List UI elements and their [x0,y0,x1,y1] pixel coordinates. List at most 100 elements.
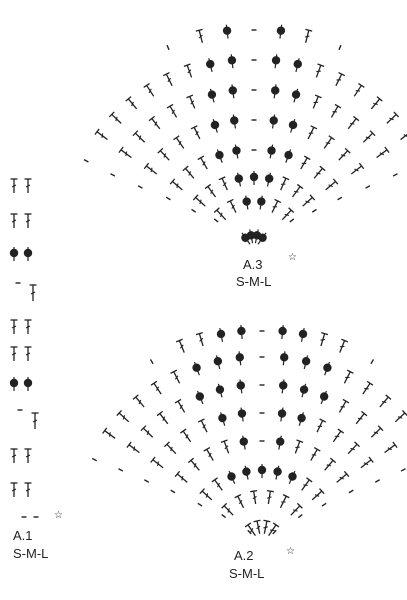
dc-top-bar [314,94,322,99]
dc-top-bar [369,130,376,137]
dc-top-bar [296,183,304,190]
bobble-icon [299,383,309,398]
double-crochet-icon [183,63,193,78]
dc-cross [339,345,345,348]
double-crochet-icon [291,183,304,198]
double-crochet-icon [132,130,146,143]
bobble-icon [301,355,311,370]
dc-cross [195,131,199,136]
double-crochet-icon [10,178,18,193]
double-crochet-icon [379,394,392,408]
dc-top-bar [401,409,407,416]
bobble-icon [210,119,220,133]
dc-top-bar [234,494,242,499]
double-crochet-icon [195,331,204,347]
bobble-icon [215,383,225,398]
bobble-icon [237,407,247,422]
chain-icon [191,208,197,213]
dc-top-bar [197,155,205,161]
bobble-icon [279,379,288,394]
dc-cross [154,121,158,126]
dc-cross [115,116,118,122]
dc-top-bar [366,380,374,386]
dc-cross [131,101,134,107]
dc-top-bar [296,502,303,509]
dc-top-bar [174,398,182,404]
bobble-dot [288,120,298,130]
dc-top-bar [377,425,384,432]
dc-cross [355,90,361,92]
double-crochet-icon [173,135,185,149]
bobble-dot [273,467,282,476]
double-crochet-icon [102,427,116,439]
double-crochet-icon [143,82,155,97]
dc-cross [11,184,17,188]
bobble-dot [206,59,215,69]
double-crochet-icon [347,441,361,455]
bobble-dot [235,353,244,362]
dc-cross [162,416,166,421]
dc-top-bar [266,489,274,493]
bobble-dot [284,150,293,160]
double-crochet-icon [313,165,326,179]
dc-cross [328,184,333,188]
dc-top-bar [272,522,280,528]
dc-cross [222,182,227,187]
double-crochet-icon [226,198,237,213]
bobble-dot [297,413,306,423]
dc-top-bar [150,380,158,386]
double-crochet-icon [211,477,223,491]
double-crochet-icon [324,457,337,471]
chain-icon [297,514,303,519]
double-crochet-icon [204,183,217,198]
chain-icon [213,218,219,223]
dc-top-bar [156,410,163,417]
chain-icon [370,359,375,365]
dc-cross [178,140,182,146]
bobble-dot [276,26,286,35]
bobble-dot [192,363,201,372]
dc-top-bar [197,418,205,423]
dc-top-bar [358,82,365,88]
bobble-dot [291,90,301,99]
chain-dash [392,173,398,177]
bobble-icon [227,470,236,485]
dc-top-bar [317,63,325,68]
chain-dash [137,185,143,189]
dc-cross [345,376,350,379]
dc-top-bar [244,522,252,528]
double-crochet-icon [355,410,368,425]
chain-icon [374,479,380,483]
dc-cross [179,404,183,410]
dc-cross [224,445,229,450]
double-crochet-icon [24,319,32,334]
chain-dash [348,489,354,494]
dc-top-bar [282,176,290,181]
chain-dash [247,529,252,535]
bobble-dot [232,146,241,155]
dc-cross [267,496,272,499]
dc-cross [125,151,128,157]
dc-top-bar [170,369,178,374]
dc-cross [11,488,17,492]
dc-top-bar [341,338,349,343]
double-crochet-icon [316,418,327,433]
dc-cross [326,464,332,467]
dc-cross [167,77,172,83]
dc-top-bar [187,457,195,464]
dc-top-bar [344,147,351,154]
double-crochet-icon [108,111,122,124]
double-crochet-icon [175,338,185,353]
double-crochet-icon [190,125,201,140]
double-crochet-icon [24,178,32,193]
bobble-dot [222,26,232,35]
chain-icon [272,529,277,535]
dc-cross [122,415,126,420]
bobble-dot [257,197,266,206]
dc-cross [252,495,257,500]
a3-sizes: S-M-L [236,274,272,289]
dc-top-bar [274,198,282,204]
double-crochet-icon [94,128,108,141]
dc-top-bar [203,446,211,452]
